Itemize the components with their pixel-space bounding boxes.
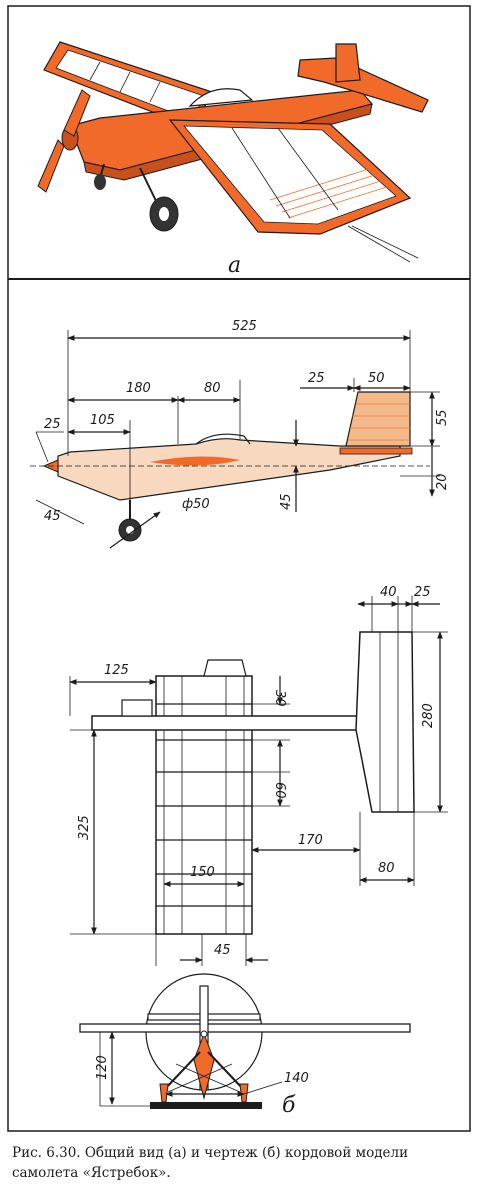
side-view (30, 330, 440, 549)
landing-gear (94, 163, 179, 232)
propeller (37, 89, 91, 193)
front-wheel-left (159, 1083, 169, 1103)
dim-40: 40 (380, 585, 397, 600)
panel-label-a: а (228, 253, 241, 278)
dim-170: 170 (298, 833, 323, 848)
dim-20: 20 (435, 473, 450, 490)
wing-ribs (156, 703, 252, 907)
dim-150: 150 (190, 865, 215, 880)
dim-525: 525 (232, 319, 257, 334)
top-stabilizer (355, 631, 415, 813)
dim-30: 30 (272, 690, 287, 707)
dim-280: 280 (421, 703, 436, 728)
top-nose (203, 659, 247, 677)
front-propeller (193, 1032, 215, 1100)
dim-180: 180 (126, 381, 151, 396)
front-view (79, 973, 411, 1109)
left-wing (43, 41, 213, 129)
top-wing (155, 675, 253, 935)
dim-45-height: 45 (279, 493, 294, 510)
aircraft-illustration (37, 41, 429, 263)
ground-base (150, 1102, 262, 1109)
side-fin (345, 391, 411, 447)
dim-80: 80 (204, 381, 221, 396)
dim-105: 105 (90, 413, 115, 428)
side-stabilizer (339, 447, 413, 455)
side-canopy (195, 433, 251, 445)
dim-25-top: 25 (414, 585, 431, 600)
top-engine (121, 699, 153, 717)
dim-25-nose: 25 (44, 417, 61, 432)
dim-140: 140 (284, 1071, 309, 1086)
front-gear-left (163, 1051, 201, 1091)
dim-325: 325 (77, 815, 92, 840)
dim-wheel-diameter: ф50 (182, 497, 210, 512)
dim-45-top: 45 (214, 943, 231, 958)
figure-frame (7, 5, 471, 1132)
dim-25-fin: 25 (308, 371, 325, 386)
tail-unit (297, 43, 429, 113)
dim-55: 55 (435, 409, 450, 426)
panel-label-b: б (282, 1093, 296, 1118)
control-lines (347, 225, 419, 263)
dim-80-top: 80 (378, 861, 395, 876)
dim-125: 125 (104, 663, 129, 678)
side-stripe (150, 456, 240, 466)
top-view (69, 596, 448, 966)
canopy (188, 88, 254, 107)
dim-120: 120 (95, 1055, 110, 1080)
dim-50: 50 (368, 371, 385, 386)
figure-caption: Рис. 6.30. Общий вид (а) и чертеж (б) ко… (12, 1145, 409, 1181)
front-wing (79, 1023, 411, 1033)
right-wing (168, 119, 412, 235)
front-gear-right (207, 1051, 245, 1091)
dim-45-angle: 45 (44, 509, 61, 524)
dim-60: 60 (272, 782, 287, 799)
